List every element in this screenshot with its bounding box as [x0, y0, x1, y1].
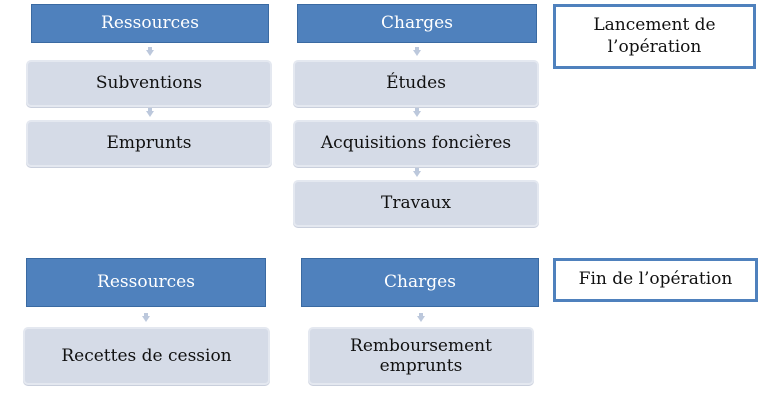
arrow-stem	[144, 313, 148, 316]
arrow-stem	[148, 108, 152, 111]
launch-charges-header: Charges	[297, 4, 537, 43]
end-charges-item-remboursement: Remboursement emprunts	[308, 327, 534, 385]
launch-phase-label-line1: Lancement de	[593, 15, 716, 36]
launch-resources-item-subventions: Subventions	[26, 60, 272, 107]
end-charges-item-line2: emprunts	[379, 356, 463, 376]
launch-phase-label: Lancement de l’opération	[553, 4, 756, 69]
arrow-stem	[148, 47, 152, 50]
arrow-stem	[415, 108, 419, 111]
down-arrow-icon	[413, 50, 421, 56]
arrow-stem	[415, 168, 419, 171]
down-arrow-icon	[413, 171, 421, 177]
launch-charges-item-etudes: Études	[293, 60, 539, 107]
arrow-stem	[415, 47, 419, 50]
down-arrow-icon	[146, 50, 154, 56]
end-resources-item-recettes: Recettes de cession	[23, 327, 270, 385]
launch-resources-header: Ressources	[31, 4, 269, 43]
launch-resources-item-emprunts: Emprunts	[26, 120, 272, 167]
down-arrow-icon	[146, 111, 154, 117]
arrow-stem	[419, 313, 423, 316]
launch-phase-label-line2: l’opération	[607, 36, 702, 57]
end-charges-header: Charges	[301, 258, 539, 307]
end-phase-label: Fin de l’opération	[553, 258, 758, 302]
end-charges-item-line1: Remboursement	[350, 335, 492, 356]
down-arrow-icon	[413, 111, 421, 117]
down-arrow-icon	[142, 316, 150, 322]
launch-charges-item-travaux: Travaux	[293, 180, 539, 227]
launch-charges-item-acquisitions: Acquisitions foncières	[293, 120, 539, 167]
down-arrow-icon	[417, 316, 425, 322]
end-resources-header: Ressources	[26, 258, 266, 307]
